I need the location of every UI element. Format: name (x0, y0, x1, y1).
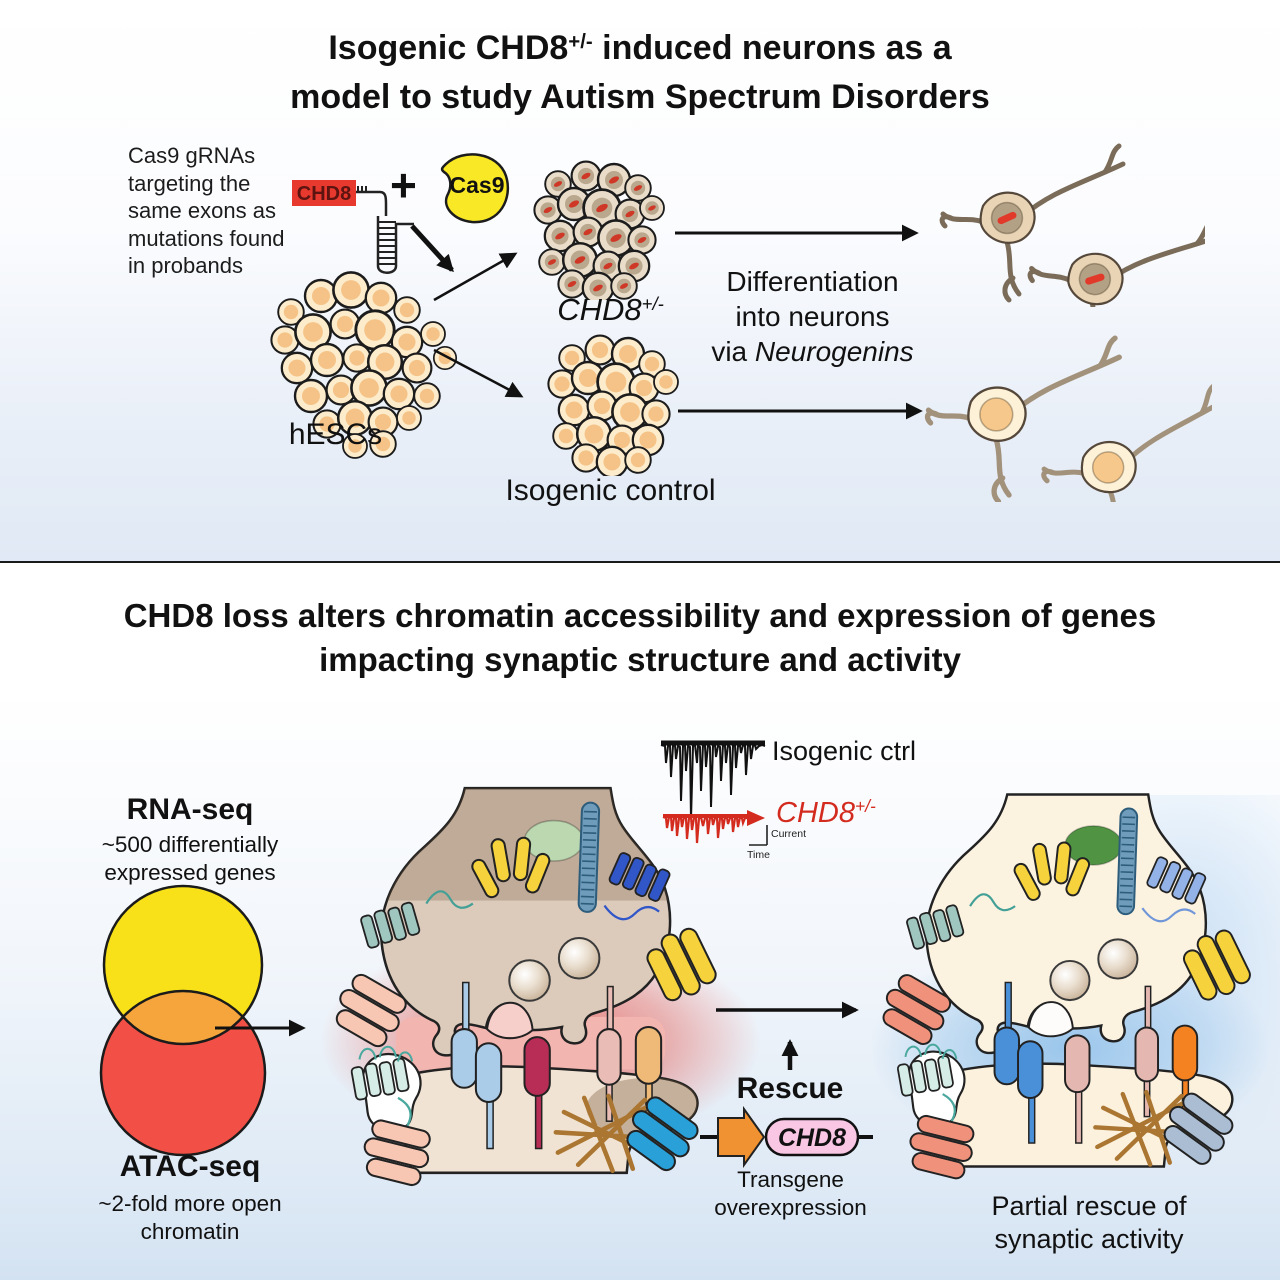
transgene-caption: Transgene overexpression (714, 1167, 867, 1220)
control-clone-label: Isogenic control (505, 474, 716, 507)
differentiation-caption: Differentiation into neurons via Neuroge… (711, 266, 914, 367)
panel-divider (0, 561, 1280, 563)
top-title: Isogenic CHD8+/- induced neurons as a mo… (0, 26, 1280, 119)
grna-hairpin-icon: CHD8 (292, 180, 414, 274)
bottom-title-line2: impacting synaptic structure and activit… (319, 641, 961, 678)
control-trace-label: Isogenic ctrl (772, 736, 917, 766)
rna-seq-title: RNA-seq (126, 793, 254, 826)
bottom-title: CHD8 loss alters chromatin accessibility… (0, 594, 1280, 682)
gene-construct: CHD8 (700, 1106, 873, 1168)
cas9-protein-icon: Cas9 (440, 153, 510, 224)
plus-sign: + (390, 159, 417, 211)
svg-text:CHD8: CHD8 (778, 1124, 846, 1152)
promoter-arrow-icon (717, 1106, 766, 1168)
mutant-trace (662, 810, 765, 844)
venn-diagram (99, 884, 267, 1157)
atac-seq-subtitle: ~2-fold more open chromatin (98, 1191, 282, 1244)
bottom-title-line1: CHD8 loss alters chromatin accessibility… (123, 597, 1157, 634)
control-neurons-illustration (926, 336, 1212, 502)
mutant-clone-label: CHD8+/- (557, 292, 664, 327)
rna-seq-subtitle: ~500 differentially expressed genes (101, 832, 279, 885)
svg-text:CHD8: CHD8 (297, 183, 351, 205)
mutant-neurons-illustration (941, 144, 1205, 307)
rescue-title: Rescue (736, 1072, 844, 1105)
top-title-line2: model to study Autism Spectrum Disorders (290, 78, 990, 116)
mutant-trace-label: CHD8+/- (776, 796, 876, 829)
current-axis-label: Current (771, 828, 806, 840)
partial-rescue-caption: Partial rescue of synaptic activity (991, 1191, 1187, 1254)
grna-note: Cas9 gRNAs targeting the same exons as m… (128, 143, 285, 278)
top-title-line1: Isogenic CHD8+/- induced neurons as a (328, 29, 952, 67)
mutant-colony-illustration (533, 160, 665, 300)
scale-bars (749, 825, 768, 846)
ephys-traces: Current Time (660, 740, 806, 861)
time-axis-label: Time (747, 849, 770, 861)
hesc-label: hESCs (288, 418, 383, 451)
svg-text:Cas9: Cas9 (450, 172, 505, 198)
atac-seq-title: ATAC-seq (119, 1150, 261, 1183)
control-trace (660, 740, 766, 820)
control-colony-illustration (547, 334, 679, 476)
